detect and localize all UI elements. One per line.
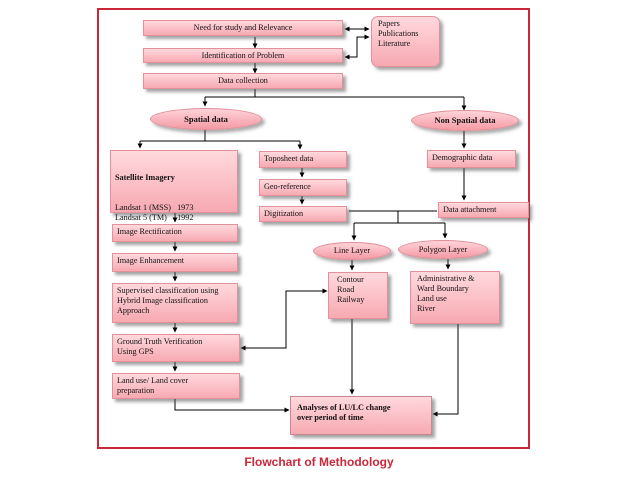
nonspatial-oval: Non Spatial data xyxy=(411,110,519,131)
supervised-box: Supervised classification using Hybrid I… xyxy=(112,283,238,323)
demographic-box: Demographic data xyxy=(427,150,516,168)
papers-box: Papers Publications Literature xyxy=(371,16,440,67)
rectification-box: Image Rectification xyxy=(112,224,238,242)
line-items-box: Contour Road Railway xyxy=(328,272,388,319)
satellite-box: Satellite Imagery Landsat 1 (MSS) 1973 L… xyxy=(110,150,238,242)
satellite-title: Satellite Imagery xyxy=(115,173,175,182)
arrow-papers-ident xyxy=(344,34,370,60)
need-box: Need for study and Relevance xyxy=(143,20,343,36)
groundtruth-box: Ground Truth Verification Using GPS xyxy=(112,334,240,362)
ident-box: Identification of Problem xyxy=(143,48,343,63)
arrow-gt-to-lineitems xyxy=(240,288,328,351)
georef-box: Geo-reference xyxy=(259,179,347,196)
analyses-box: Analyses of LU/LC change over period of … xyxy=(290,396,432,435)
diagram-caption: Flowchart of Methodology xyxy=(244,455,394,469)
digitization-box: Digitization xyxy=(259,206,347,222)
attachment-box: Data attachment xyxy=(438,202,529,218)
linelayer-oval: Line Layer xyxy=(313,242,391,260)
spatial-oval: Spatial data xyxy=(150,108,262,130)
enhancement-box: Image Enhancement xyxy=(112,253,238,272)
landuse-box: Land use/ Land cover preparation xyxy=(112,373,240,399)
polygon-items-box: Administrative & Ward Boundary Land use … xyxy=(410,271,500,324)
datacol-box: Data collection xyxy=(143,73,343,89)
polygonlayer-oval: Polygon Layer xyxy=(398,240,488,259)
toposheet-box: Toposheet data xyxy=(259,151,347,168)
arrow-lu-to-analyses xyxy=(174,399,290,413)
arrow-polyitems-to-analyses xyxy=(432,324,459,417)
